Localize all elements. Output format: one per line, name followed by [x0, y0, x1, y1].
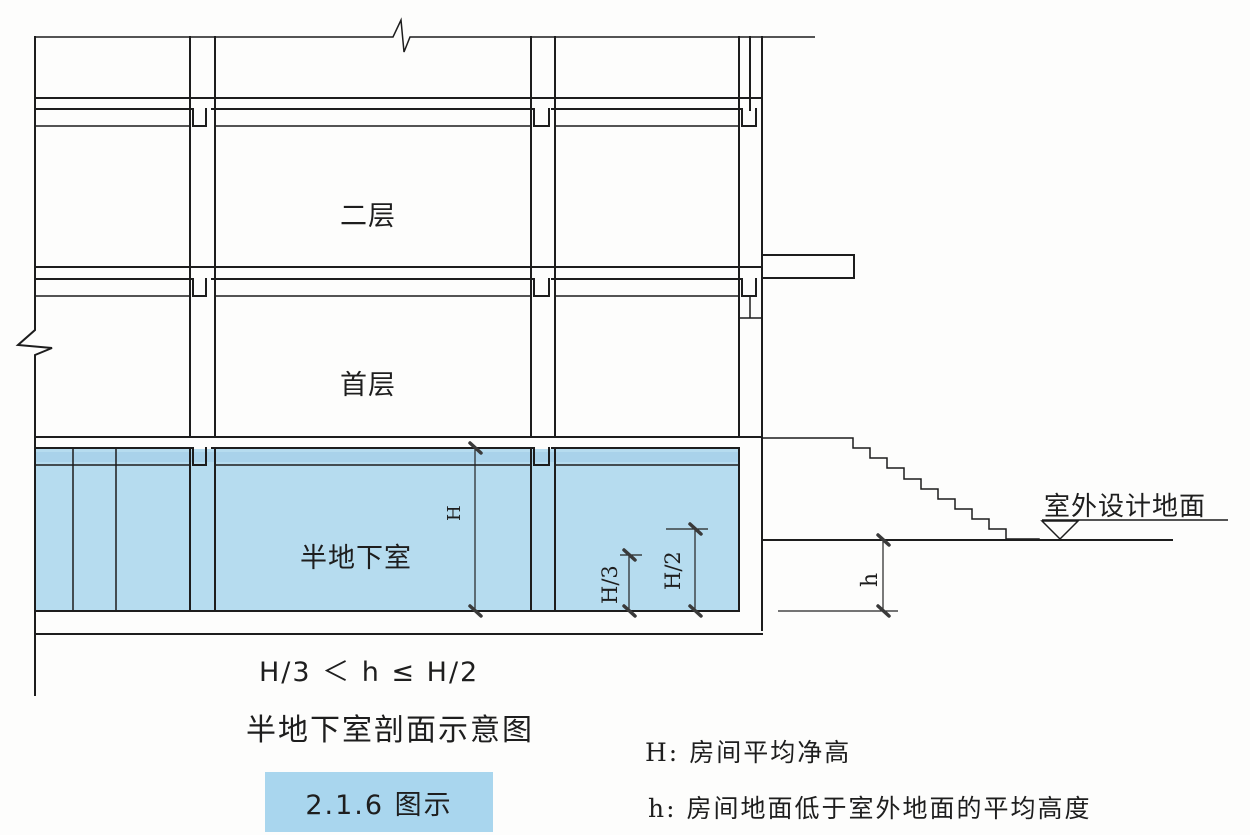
dimension-label-H-half: H/2: [661, 551, 685, 590]
figure-number-text: 2.1.6 图示: [305, 789, 453, 821]
legend-item-h: h: 房间地面低于室外地面的平均高度: [648, 789, 1092, 825]
condition-formula: H/3 ＜ h ≤ H/2: [259, 657, 480, 688]
legend-symbol: H:: [645, 738, 680, 767]
legend-item-H: H: 房间平均净高: [645, 733, 851, 769]
legend-text: 房间平均净高: [689, 738, 852, 767]
semi-basement-fill: [36, 449, 739, 611]
figure-number-badge: 2.1.6 图示: [265, 772, 493, 832]
floor-label-first: 首层: [340, 370, 396, 401]
floor-label-second: 二层: [340, 201, 396, 232]
legend-symbol: h:: [648, 794, 677, 823]
floor-label-semi-basement: 半地下室: [300, 543, 412, 574]
figure-caption: 半地下室剖面示意图: [246, 713, 534, 748]
dimension-label-H: H: [444, 505, 465, 521]
legend-text: 房间地面低于室外地面的平均高度: [686, 794, 1092, 823]
dimension-label-h: h: [858, 572, 883, 587]
outdoor-ground-label: 室外设计地面: [1044, 492, 1207, 522]
dimension-label-H-third: H/3: [598, 565, 622, 604]
